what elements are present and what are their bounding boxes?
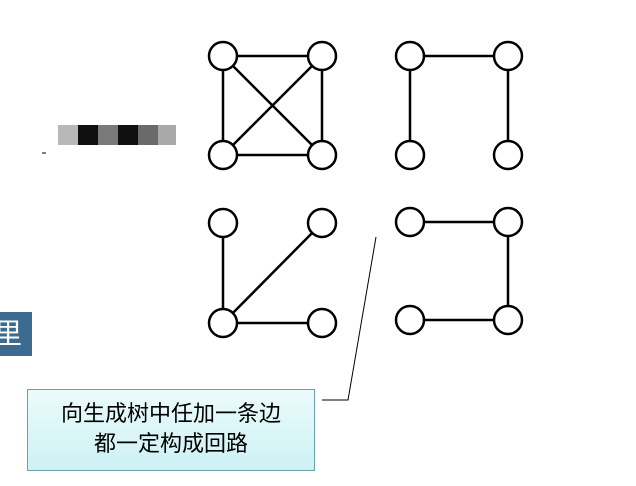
callout-pointer: [322, 236, 377, 401]
graph-node: [492, 139, 524, 171]
cropped-title-fragment: 里: [0, 312, 32, 356]
graph-node: [306, 139, 338, 171]
graph-edge: [222, 222, 323, 324]
callout-box: 向生成树中任加一条边 都一定构成回路: [27, 389, 315, 471]
complete-graph: [221, 54, 324, 157]
graph-node: [306, 207, 338, 239]
bar-segment: [78, 125, 98, 145]
graph-node: [207, 40, 239, 72]
graph-node: [394, 40, 426, 72]
bar-segment: [98, 125, 118, 145]
spanning-tree-2: [221, 222, 323, 325]
graph-node: [207, 139, 239, 171]
graph-node: [207, 207, 239, 239]
spanning-tree-1: [408, 54, 510, 155]
graph-node: [306, 40, 338, 72]
graph-node: [492, 40, 524, 72]
graph-node: [306, 307, 338, 339]
graph-nodes: [207, 40, 524, 339]
graph-node: [207, 307, 239, 339]
graph-node: [394, 139, 426, 171]
callout-line-1: 向生成树中任加一条边: [60, 402, 281, 427]
graph-node: [394, 304, 426, 336]
graph-node: [492, 304, 524, 336]
bar-segment: [158, 125, 176, 145]
bar-segment: [138, 125, 158, 145]
graph-node: [394, 206, 426, 238]
bar-segment: [58, 125, 78, 145]
graph-node: [492, 206, 524, 238]
graph-edge: [222, 55, 323, 156]
callout-line-2: 都一定构成回路: [93, 432, 248, 457]
spanning-tree-3: [410, 220, 510, 322]
bar-segment: [118, 125, 138, 145]
